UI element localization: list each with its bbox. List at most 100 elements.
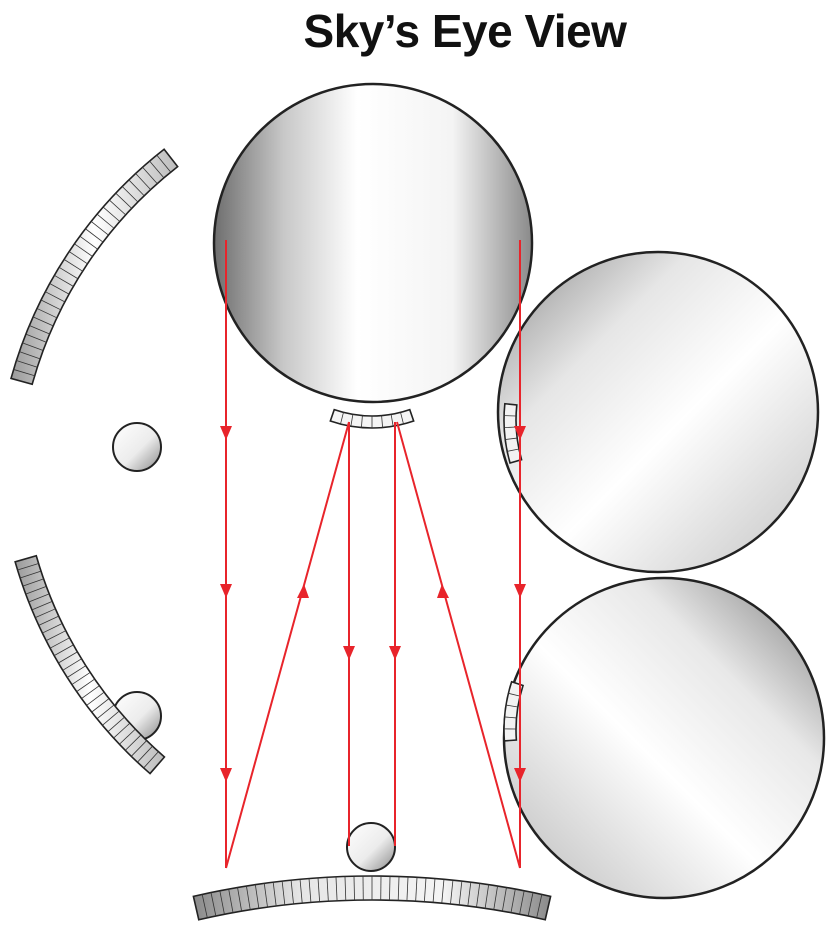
- mirror-segment-line: [76, 678, 95, 692]
- mirror-segment-line: [527, 892, 534, 917]
- mirror-segment-line: [86, 691, 105, 706]
- mirror-segment-line: [219, 890, 225, 915]
- arrowhead: [437, 584, 449, 598]
- mirror-segment-line: [510, 888, 516, 913]
- diagram-title: Sky’s Eye View: [303, 5, 627, 57]
- mirror-segment-line: [62, 658, 82, 671]
- mirror-segment-line: [54, 274, 74, 287]
- mirror-segment-line: [389, 876, 391, 901]
- mirror-segment-line: [29, 325, 50, 335]
- mirror-segment-line: [507, 448, 520, 452]
- mirror-segment-line: [353, 876, 355, 901]
- arrowhead: [220, 584, 232, 598]
- mirror-left-upper-body: [10, 148, 179, 386]
- mirror-segment-line: [107, 716, 125, 733]
- ray-right-up: [396, 421, 521, 869]
- primary-mirror-bottom: [192, 875, 552, 921]
- mirror-segment-line: [272, 882, 277, 907]
- mirror-segment-line: [79, 235, 98, 250]
- mirror-segment-line: [45, 291, 65, 303]
- mirror-segment-line: [17, 563, 39, 571]
- mirror-segment-line: [36, 308, 58, 319]
- ray-left-up: [225, 421, 350, 869]
- mirror-segment-line: [201, 894, 208, 918]
- mirror-segment-line: [390, 414, 394, 427]
- mirror-segment-line: [128, 179, 145, 197]
- mirror-segment-line: [96, 704, 115, 720]
- mirror-segment-line: [90, 221, 109, 236]
- arrowhead: [514, 768, 526, 782]
- mirror-segment-line: [53, 644, 74, 656]
- mirror-segment-line: [228, 888, 234, 913]
- arrowhead: [389, 646, 401, 660]
- mirror-segment-line: [467, 882, 472, 907]
- mirror-segment-line: [22, 342, 44, 351]
- large-sphere-right-upper: [496, 250, 820, 574]
- mirror-segment-line: [115, 192, 132, 209]
- large-sphere-right-lower: [502, 576, 826, 900]
- arrowhead: [343, 646, 355, 660]
- arrowhead: [297, 584, 309, 598]
- mirror-segment-line: [432, 878, 436, 903]
- mirror-segment-line: [58, 266, 79, 280]
- mirror-segment-line: [299, 879, 303, 904]
- mirror-segment-line: [19, 570, 42, 579]
- secondary-mirror-top: [329, 408, 415, 429]
- mirror-segment-line: [397, 876, 400, 901]
- light-rays: [225, 240, 521, 869]
- mirror-segment-line: [68, 251, 88, 265]
- mirror-segment-line: [458, 881, 463, 905]
- mirror-segment-line: [441, 879, 445, 904]
- arrowhead: [220, 426, 232, 440]
- mirror-segment-line: [102, 710, 120, 726]
- mirror-segment-line: [32, 316, 54, 327]
- arrowhead: [514, 426, 526, 440]
- mirror-segment-line: [28, 593, 50, 603]
- mirror-segment-line: [35, 608, 56, 619]
- mirror-segment-line: [149, 160, 165, 179]
- mirror-left-lower: [14, 554, 166, 775]
- mirror-segment-line: [63, 259, 83, 272]
- mirror-segment-line: [344, 876, 347, 901]
- mirror-segment-line: [58, 651, 78, 664]
- mirror-segment-line: [16, 360, 38, 368]
- mirror-segment-line: [91, 698, 110, 713]
- mirror-segment-line: [119, 728, 136, 745]
- mirror-segment-line: [137, 745, 153, 763]
- mirror-segment-line: [135, 173, 151, 190]
- mirror-segment-line: [156, 154, 172, 173]
- mirror-segment-line: [81, 685, 100, 699]
- mirror-segment-line: [290, 880, 294, 905]
- mirror-segment-line: [340, 412, 344, 425]
- mirror-segment-line: [96, 213, 115, 229]
- mirror-segment-line: [504, 716, 517, 719]
- mirror-segment-line: [502, 887, 507, 912]
- mirror-segment-line: [254, 884, 260, 909]
- mirror-segment-line: [317, 877, 321, 902]
- mirror-segment-line: [25, 586, 47, 595]
- mirror-segment-line: [19, 351, 41, 360]
- mirror-segment-line: [246, 885, 251, 910]
- mirror-segment-line: [49, 637, 70, 649]
- mirror-segment-line: [400, 412, 404, 425]
- mirror-segment-line: [326, 877, 329, 902]
- mirror-segment-line: [508, 692, 521, 697]
- mirror-segment-line: [67, 665, 86, 678]
- mirror-segment-line: [415, 877, 418, 902]
- arrowhead: [514, 584, 526, 598]
- mirror-segment-line: [71, 672, 91, 685]
- mirror-segment-line: [350, 414, 354, 427]
- mirror-segment-line: [13, 369, 35, 377]
- mirror-segment-line: [210, 892, 217, 917]
- secondary-mirror-right-lower-body: [503, 680, 525, 742]
- mirror-segment-line: [49, 283, 70, 295]
- mirror-segment-line: [484, 884, 490, 909]
- mirror-segment-line: [237, 887, 242, 912]
- mirror-segment-line: [143, 751, 159, 769]
- mirror-segment-line: [45, 630, 66, 642]
- mirror-segment-line: [74, 243, 93, 257]
- mirror-segment-line: [31, 601, 53, 611]
- mirror-segment-line: [281, 881, 286, 905]
- mirror-segment-line: [476, 883, 481, 908]
